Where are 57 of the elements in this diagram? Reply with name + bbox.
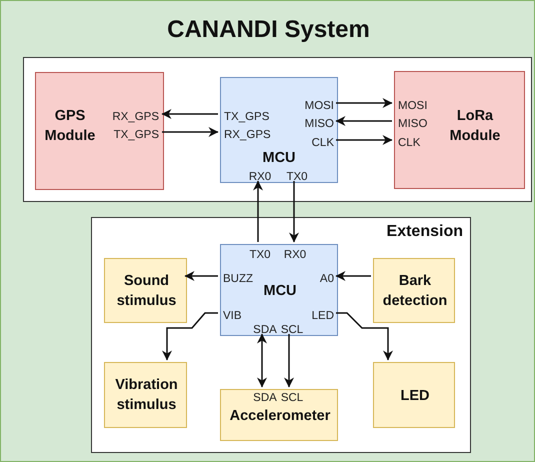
arrow — [336, 312, 393, 360]
arrow — [336, 116, 392, 126]
pin-label: LED — [312, 309, 334, 323]
pin-label: MISO — [304, 117, 334, 131]
pin-label: MISO — [398, 117, 428, 131]
pin-label: SDA — [252, 391, 278, 405]
arrow — [289, 181, 299, 242]
node-title: LoRa Module — [448, 107, 502, 146]
node-title: LED — [400, 387, 430, 406]
node-title: Vibration stimulus — [114, 376, 179, 415]
arrow — [336, 271, 371, 281]
node-title: MCU — [261, 149, 297, 168]
pin-label: RX0 — [282, 248, 308, 262]
arrow — [257, 334, 267, 388]
pin-label: MOSI — [398, 99, 428, 113]
arrow — [336, 135, 392, 145]
pin-label: SDA — [252, 323, 278, 337]
pin-label: RX_GPS — [224, 128, 271, 142]
pin-label: SCL — [280, 323, 304, 337]
module-box — [394, 71, 525, 189]
mcu-box — [220, 77, 338, 183]
panel-title: CANANDI System — [166, 15, 371, 45]
pin-label: A0 — [320, 272, 334, 286]
extension-panel — [91, 217, 471, 453]
pin-label: RX0 — [248, 170, 272, 184]
pin-label: BUZZ — [223, 272, 254, 286]
mcu-box — [220, 244, 338, 336]
component-box — [104, 362, 187, 428]
component-box — [373, 258, 455, 323]
pin-label: TX_GPS — [224, 110, 270, 124]
arrow — [162, 312, 218, 360]
pin-label: VIB — [223, 309, 242, 323]
pin-label: SCL — [280, 391, 304, 405]
pin-label: CLK — [312, 136, 334, 150]
arrow — [184, 271, 218, 281]
node-title: Accelerometer — [228, 407, 332, 426]
pin-label: MOSI — [304, 99, 334, 113]
component-box — [373, 362, 455, 428]
component-box — [220, 389, 338, 441]
pin-label: TX_GPS — [114, 128, 159, 142]
arrow — [162, 127, 218, 137]
node-title: Bark detection — [382, 272, 448, 311]
pin-label: CLK — [398, 136, 420, 150]
pin-label: RX_GPS — [112, 110, 159, 124]
panel-title: Extension — [386, 222, 463, 242]
component-box — [104, 258, 187, 323]
subsystem-panel — [23, 57, 532, 202]
arrow — [162, 109, 218, 119]
node-title: MCU — [262, 282, 298, 301]
node-title: GPS Module — [44, 107, 96, 146]
arrow — [336, 98, 392, 108]
pin-label: TX0 — [248, 248, 272, 262]
arrow — [284, 334, 294, 388]
arrow — [253, 180, 263, 242]
pin-label: TX0 — [285, 170, 309, 184]
node-title: Sound stimulus — [116, 272, 178, 311]
module-box — [35, 72, 164, 190]
